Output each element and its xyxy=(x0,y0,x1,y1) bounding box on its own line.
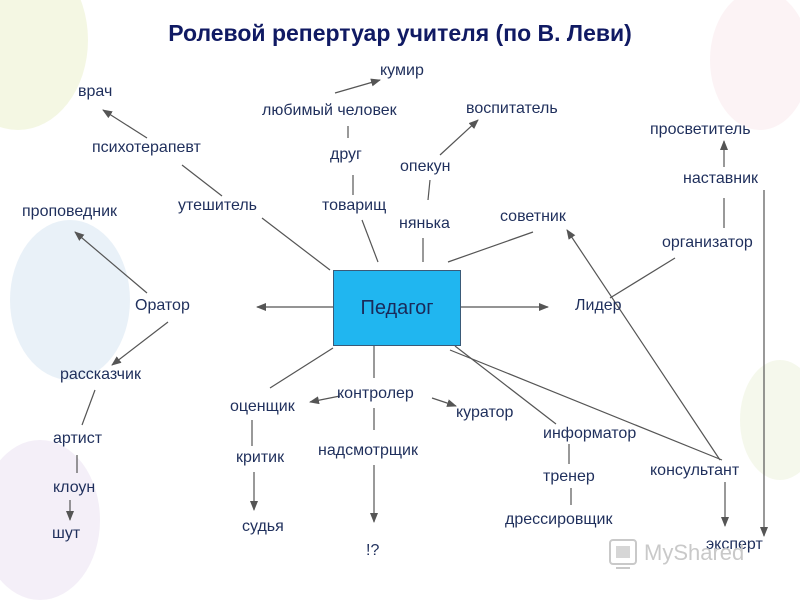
line-lyubimy-kumir xyxy=(334,78,381,94)
role-trener: тренер xyxy=(543,468,595,485)
line-kontroler-ocenschik xyxy=(309,395,341,405)
line-lider-organizator xyxy=(609,257,676,299)
role-nyanka: нянька xyxy=(399,215,450,232)
role-uteshitel: утешитель xyxy=(178,197,258,214)
role-organizator: организатор xyxy=(662,234,753,251)
line-orator-rasskazchik xyxy=(111,321,169,366)
line-center-ocenschik xyxy=(269,347,334,389)
page-title: Ролевой репертуар учителя (по В. Леви) xyxy=(168,20,632,46)
role-vrach: врач xyxy=(78,83,113,100)
role-shut: шут xyxy=(52,525,81,542)
role-ocenschik: оценщик xyxy=(230,398,295,415)
role-vospitatel: воспитатель xyxy=(466,100,558,117)
watermark-logo-icon xyxy=(609,539,637,569)
role-ekspert: эксперт xyxy=(706,536,763,553)
role-drug: друг xyxy=(330,146,362,163)
role-lider: Лидер xyxy=(575,297,622,314)
center-node-label: Педагог xyxy=(360,296,434,319)
role-konsultant: консультант xyxy=(650,462,740,479)
line-center-sovetnik xyxy=(447,231,534,263)
role-orator: Оратор xyxy=(135,297,190,314)
role-sovetnik: советник xyxy=(500,208,566,225)
role-rasskazchik: рассказчик xyxy=(60,366,141,383)
role-opekun: опекун xyxy=(400,158,451,175)
role-kontroler: контролер xyxy=(337,385,414,402)
role-kumir: кумир xyxy=(380,62,424,79)
role-tovarisch: товарищ xyxy=(322,197,387,214)
role-informator: информатор xyxy=(543,425,637,442)
line-center-tovarisch xyxy=(361,219,379,263)
watermark-text: MyShared xyxy=(644,540,745,565)
role-propovednik: проповедник xyxy=(22,203,117,220)
line-rasskazchik-artist xyxy=(81,389,96,426)
role-kloun: клоун xyxy=(53,479,96,496)
role-artist: артист xyxy=(53,430,103,447)
role-psihoterapevt: психотерапевт xyxy=(92,139,201,156)
line-nyanka-opekun xyxy=(427,179,431,201)
line-konsultant-sovetnik xyxy=(566,229,721,461)
line-center-uteshitel xyxy=(261,217,331,271)
line-psih-vrach xyxy=(102,109,148,139)
role-lyubimy: любимый человек xyxy=(262,102,397,119)
line-center-konsultant xyxy=(449,349,723,461)
role-kurator: куратор xyxy=(456,404,514,421)
line-kontroler-kurator xyxy=(431,397,457,407)
role-kritik: критик xyxy=(236,449,285,466)
role-nadsmotrschik: надсмотрщик xyxy=(318,442,418,459)
role-sudya: судья xyxy=(242,518,284,535)
center-node-pedagog: Педагог xyxy=(333,270,461,346)
line-orator-propovednik xyxy=(74,231,148,294)
role-dressirovschik: дрессировщик xyxy=(505,511,613,528)
role-nastavnik: наставник xyxy=(683,170,759,187)
line-center-informator xyxy=(454,345,557,425)
role-prosvetitel: просветитель xyxy=(650,121,751,138)
line-uteshitel-psih xyxy=(181,164,223,197)
line-opekun-vospitatel xyxy=(439,119,479,156)
role-question: !? xyxy=(366,542,380,559)
